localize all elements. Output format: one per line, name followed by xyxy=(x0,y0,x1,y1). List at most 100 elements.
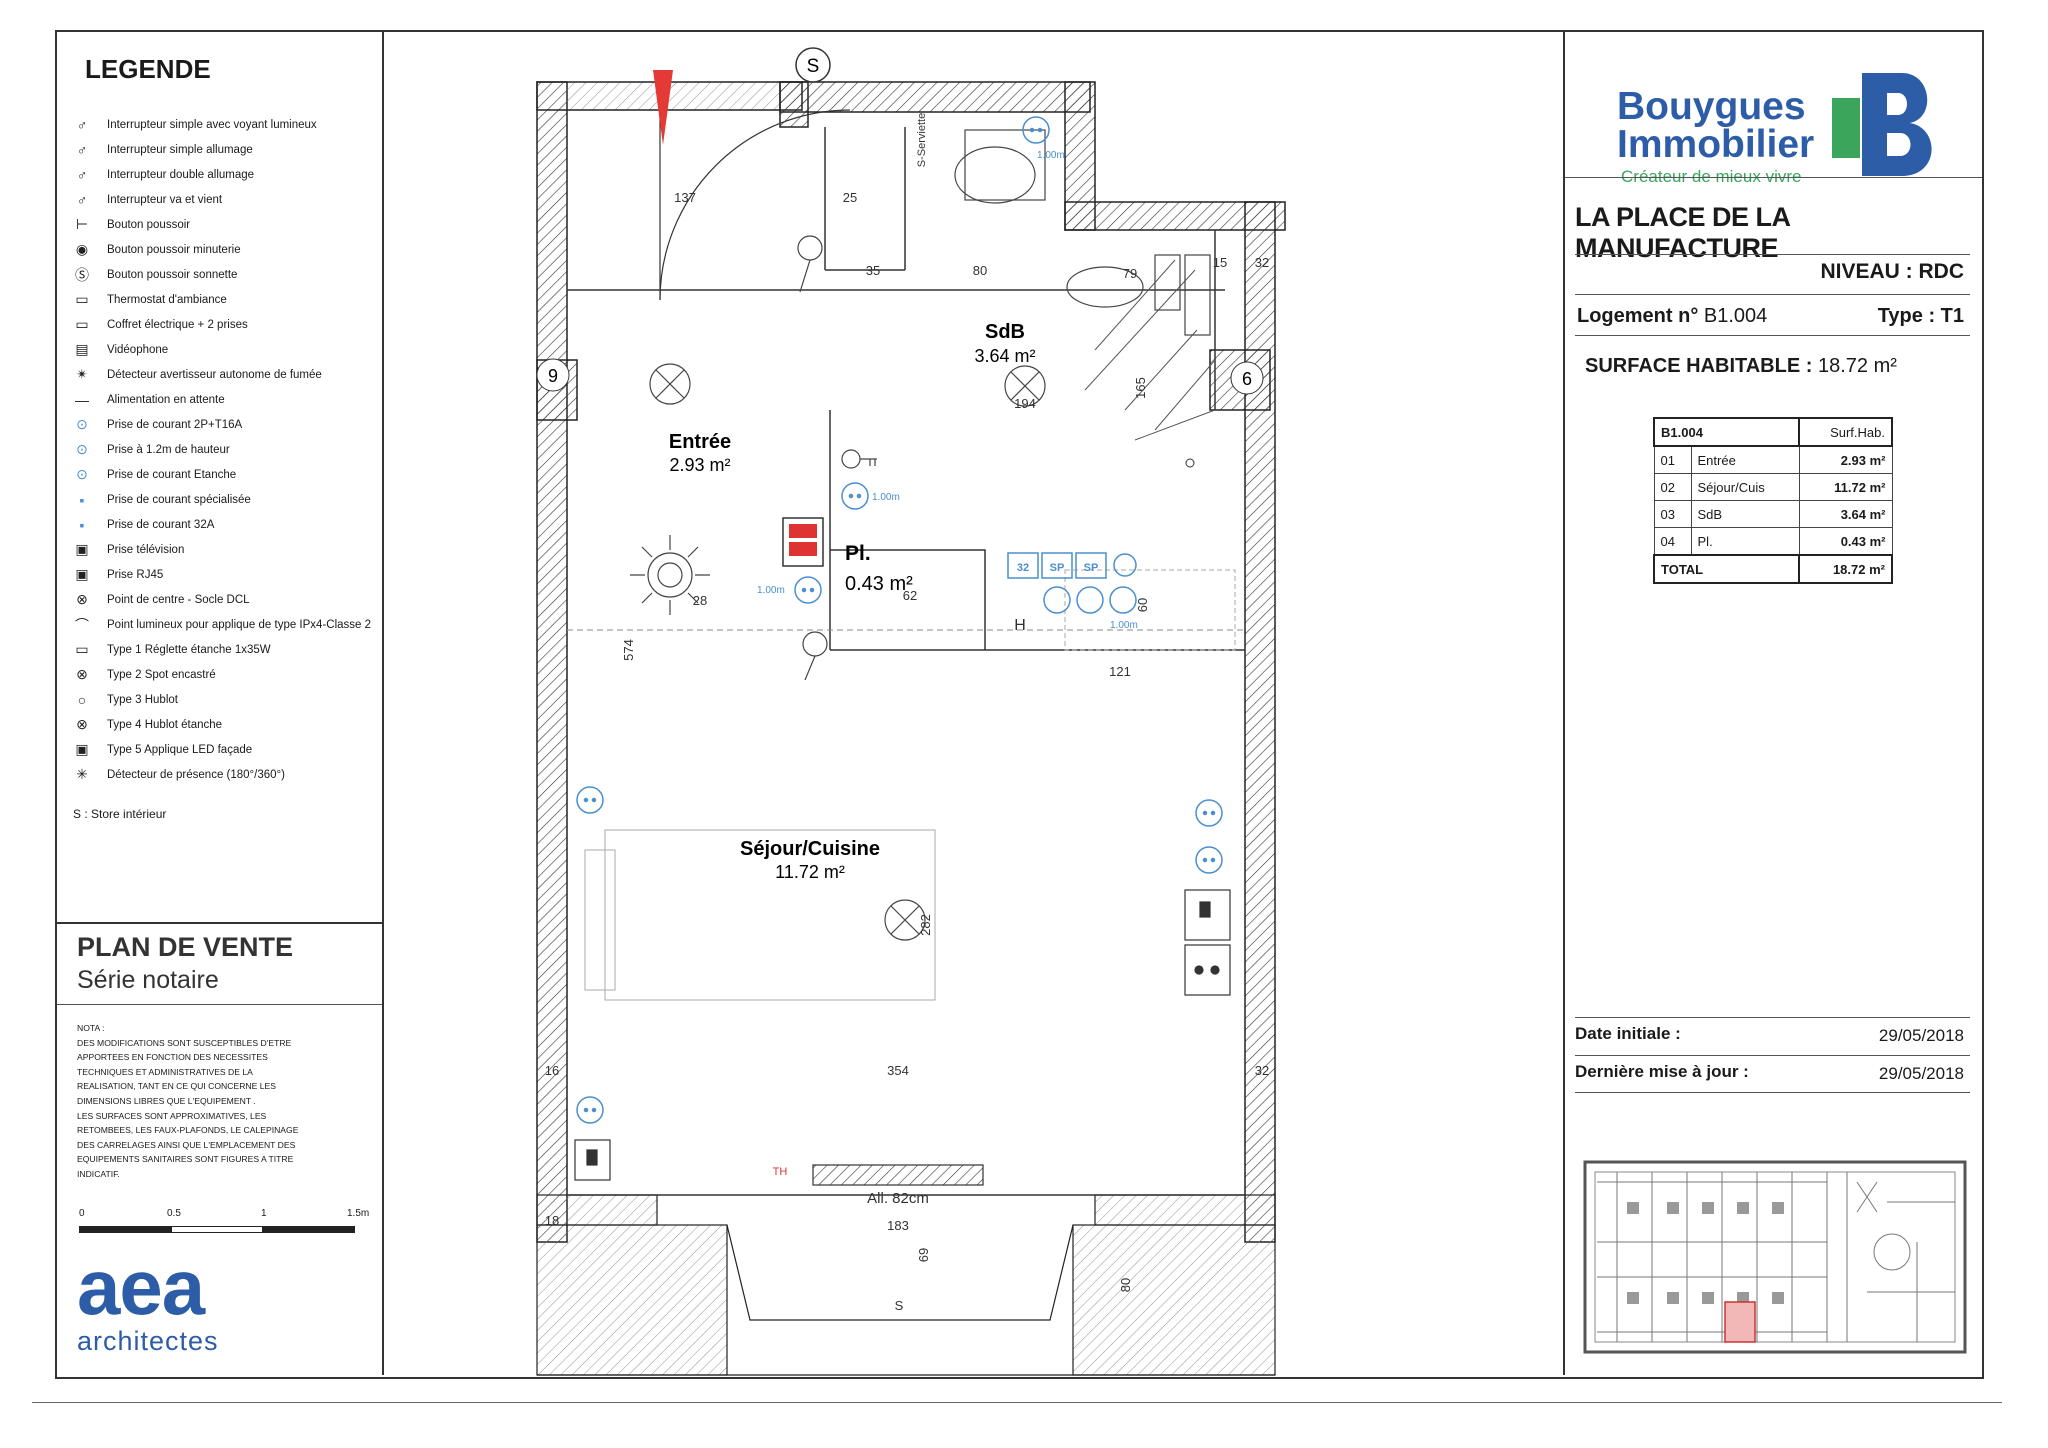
dim-label: 165 xyxy=(1133,377,1148,399)
legend-item-label: Prise de courant 32A xyxy=(107,518,215,531)
legend-item: ▣ Prise télévision xyxy=(67,537,377,562)
legend-item: ✳Détecteur de présence (180°/360°) xyxy=(67,762,377,787)
socket-special-icon: ▪ xyxy=(79,491,85,508)
surface-value: 18.72 m² xyxy=(1817,355,1897,377)
socket-waterproof-icon: ⊙ xyxy=(76,466,88,482)
logement-type: Type : T1 xyxy=(1877,305,1964,327)
legend-title: LEGENDE xyxy=(85,54,211,84)
legend-item-label: Type 4 Hublot étanche xyxy=(107,718,223,731)
table-cell: 0.43 m² xyxy=(1798,527,1893,556)
tv-socket-icon xyxy=(574,1139,611,1181)
legend-item: ⊙Prise à 1.2m de hauteur xyxy=(67,437,377,462)
switch-simple-icon: ♂ xyxy=(76,141,88,158)
room-placard-name: Pl. xyxy=(845,542,871,565)
date-initiale-value: 29/05/2018 xyxy=(1878,1026,1964,1045)
facade-light-icon: ▣ xyxy=(75,741,89,757)
dim-label: 32 xyxy=(1255,255,1269,270)
legend-item-label: Prise de courant spécialisée xyxy=(107,493,251,506)
nota-text: NOTA : DES MODIFICATIONS SONT SUSCEPTIBL… xyxy=(77,1023,299,1179)
socket-icon xyxy=(1195,799,1223,827)
legend-item-label: Prise de courant Etanche xyxy=(107,468,237,481)
niveau: NIVEAU : RDC xyxy=(1820,260,1964,283)
bell-button-icon: Ⓢ xyxy=(75,266,89,283)
room-sejour-name: Séjour/Cuisine xyxy=(740,838,880,860)
socket-icon xyxy=(841,482,869,510)
hublot-waterproof-icon: ⊗ xyxy=(76,716,88,732)
floor-plan: S 9 6 N SdB 3.64 m² Entrée 2.93 m² Pl. 0… xyxy=(536,47,1286,1376)
bathroom-fixtures xyxy=(954,129,1211,336)
push-button-icon: ⊢ xyxy=(75,216,89,232)
scale-label-05: 0.5 xyxy=(167,1208,181,1219)
height-label: 1.00m xyxy=(1110,620,1138,631)
surface-table-header: B1.004 Surf.Hab. xyxy=(1652,417,1893,447)
scale-label-1: 1 xyxy=(261,1208,267,1219)
bouygues-logo: Bouygues Immobilier Créateur de mieux vi… xyxy=(1617,50,1957,200)
socket-32a-icon: ▪ xyxy=(79,516,85,533)
legend-item: ▪ Prise de courant 32A xyxy=(67,512,377,537)
wall-light-icon: ⌒ xyxy=(75,616,89,633)
nota-panel: NOTA : DES MODIFICATIONS SONT SUSCEPTIBL… xyxy=(57,1003,384,1375)
surface-habitable: SURFACE HABITABLE : 18.72 m² xyxy=(1585,355,1897,378)
legend-item: ♂Interrupteur simple allumage xyxy=(67,137,377,162)
table-cell: 02 xyxy=(1653,473,1692,501)
tv-socket-icon: ▣ xyxy=(75,541,89,557)
legend-item-label: Bouton poussoir sonnette xyxy=(107,268,238,281)
sheet-edge-line xyxy=(32,1402,2002,1403)
door-ref-right-icon xyxy=(1230,361,1264,395)
ceiling-point-icon: ⊗ xyxy=(76,591,88,607)
height-label: 1.00m xyxy=(872,492,900,503)
socket-icon xyxy=(794,576,822,604)
switch-icon xyxy=(797,235,823,293)
title-block: Bouygues Immobilier Créateur de mieux vi… xyxy=(1563,32,1982,1375)
legend-item-label: Prise de courant 2P+T16A xyxy=(107,418,243,431)
scale-label-15: 1.5m xyxy=(347,1208,370,1219)
dim-label: 80 xyxy=(973,263,987,278)
divider xyxy=(1575,335,1970,336)
socket-icon xyxy=(576,786,604,814)
room-entree-area: 2.93 m² xyxy=(669,455,730,475)
legend-item-label: Alimentation en attente xyxy=(107,393,225,406)
dim-label: 121 xyxy=(1109,664,1131,679)
dim-label: 282 xyxy=(918,914,933,936)
ceiling-point-icon xyxy=(649,363,691,405)
legend-item: ⊢ Bouton poussoir xyxy=(67,212,377,237)
led-strip-icon: ▭ xyxy=(75,641,89,657)
table-cell: 11.72 m² xyxy=(1798,473,1893,501)
legend-item-label: Prise télévision xyxy=(107,543,185,556)
partitions xyxy=(567,127,1245,1196)
legend-item: ♂ Interrupteur double allumage xyxy=(67,162,377,187)
legend-item-label: Interrupteur va et vient xyxy=(107,193,223,206)
dim-label: 183 xyxy=(887,1218,909,1233)
legend-item: —Alimentation en attente xyxy=(67,387,377,412)
rj45-socket-icon: ▣ xyxy=(75,566,89,582)
door-ref-right-label: 6 xyxy=(1242,369,1252,389)
divider xyxy=(1575,254,1970,255)
dim-label: 15 xyxy=(1213,255,1227,270)
table-header-cell: B1.004 xyxy=(1652,417,1801,447)
legend-item: Ⓢ Bouton poussoir sonnette xyxy=(67,262,377,287)
table-cell: 18.72 m² xyxy=(1798,554,1893,584)
divider xyxy=(1575,1055,1970,1056)
socket-icon: ⊙ xyxy=(76,416,88,432)
room-labels: SdB 3.64 m² Entrée 2.93 m² Pl. 0.43 m² S… xyxy=(669,321,1036,882)
legend-item: ⌒Point lumineux pour applique de type IP… xyxy=(67,612,377,637)
switch-double-icon: ♂ xyxy=(76,166,88,183)
brand-mark-icon xyxy=(1832,73,1932,176)
legend-item: ▣Type 5 Applique LED façade xyxy=(67,737,377,762)
door-ref-left-icon xyxy=(536,358,570,392)
legend-item: ▤Vidéophone xyxy=(67,337,377,362)
legend-item-label: Bouton poussoir xyxy=(107,218,191,231)
legend-item: ▪ Prise de courant spécialisée xyxy=(67,487,377,512)
legend-item-label: Coffret électrique + 2 prises xyxy=(107,318,248,331)
legend-store-note: S : Store intérieur xyxy=(73,807,167,821)
legend-item-label: Prise RJ45 xyxy=(107,568,164,581)
legend-item-label: Interrupteur double allumage xyxy=(107,168,255,181)
stairs xyxy=(1084,259,1216,468)
project-name: LA PLACE DE LA MANUFACTURE xyxy=(1575,202,1790,263)
dim-label: 194 xyxy=(1014,396,1036,411)
entry-arrow-icon xyxy=(653,70,673,145)
table-cell: 2.93 m² xyxy=(1798,445,1893,474)
